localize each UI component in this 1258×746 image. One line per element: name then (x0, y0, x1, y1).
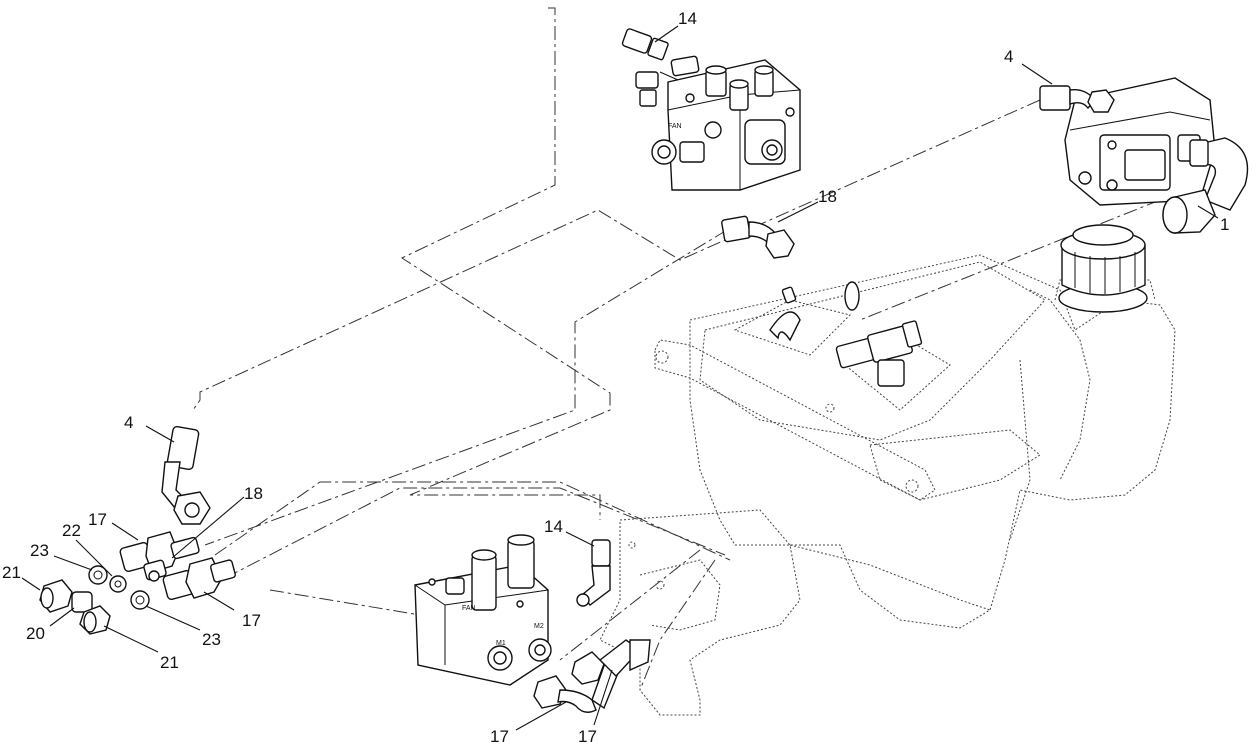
callout-18-top: 18 (818, 187, 837, 206)
frame-bolt-4 (655, 580, 665, 590)
centerline-hose4-to-pump (192, 99, 1041, 411)
fitting-20 (71, 591, 93, 613)
tank-filler-cap (1058, 224, 1148, 313)
frame-bolt-5 (628, 541, 636, 549)
callout-23-right: 23 (202, 630, 221, 649)
leader-17-left-upper (111, 522, 139, 541)
callout-21-lower: 21 (160, 653, 179, 672)
callout-14-top: 14 (678, 9, 697, 28)
frame-bolt-3 (825, 403, 835, 413)
callout-4-right: 4 (1004, 47, 1013, 66)
leader-14-top (654, 25, 679, 43)
centerline-lower-hoses-2 (559, 549, 701, 661)
top-valve-fittings (621, 28, 700, 107)
callout-labels: 14 4 18 1 4 18 17 22 23 21 20 21 23 17 1… (2, 9, 1229, 746)
pump-outlet-elbow (1189, 137, 1249, 211)
hose-18-tank-fitting (721, 215, 795, 259)
callout-17-bottom-left: 17 (490, 727, 509, 746)
centerline-top-valve-loop (400, 7, 611, 520)
leader-lines (21, 25, 1219, 731)
centerline-block-left (269, 589, 421, 616)
port-mark-m1: M1 (496, 640, 506, 647)
callout-21-upper: 21 (2, 563, 21, 582)
fitting-21-upper (39, 579, 73, 613)
leader-23-left (53, 555, 93, 571)
callout-22: 22 (62, 521, 81, 540)
callout-17-bottom-right: 17 (578, 727, 597, 746)
port-mark-m2: M2 (534, 623, 544, 630)
callout-4-left: 4 (124, 413, 133, 432)
hose-4-right-fitting (1039, 85, 1115, 113)
fitting-17-upper (119, 531, 200, 573)
leader-18-left (171, 496, 245, 559)
top-valve-manifold: FAN (651, 59, 801, 191)
callout-23-left: 23 (30, 541, 49, 560)
leader-21-lower (103, 625, 159, 653)
leader-4-right (1021, 63, 1053, 85)
centerline-fitting-rows-2 (224, 487, 726, 579)
callout-18-left: 18 (244, 484, 263, 503)
callout-17-right: 17 (242, 611, 261, 630)
callout-14-mid: 14 (544, 517, 563, 536)
port-mark-fan-top: FAN (668, 123, 682, 130)
tank-return-elbow (769, 286, 801, 342)
frame-bracket-strap (654, 339, 936, 501)
fitting-17-lower (162, 557, 236, 601)
washer-22 (109, 575, 127, 593)
leader-4-left (145, 425, 175, 443)
fitting-14-lower-elbow (576, 539, 611, 607)
hose-17-lower-right (571, 639, 651, 685)
hydraulic-tank-assembly (599, 254, 1176, 716)
centerline-pump-outlet-to-tank (859, 199, 1161, 321)
pump-outlet-cap-1 (1162, 189, 1216, 234)
leader-14-mid (565, 531, 595, 547)
callout-17-left-upper: 17 (88, 510, 107, 529)
tank-tee-fitting (835, 281, 923, 387)
mounting-plate-upper (733, 299, 851, 356)
leader-18-top (777, 201, 819, 223)
tank-top-deck (699, 261, 1046, 441)
callout-1: 1 (1220, 215, 1229, 234)
frame-bolt-2 (905, 479, 919, 493)
callout-20: 20 (26, 624, 45, 643)
centerline-fitting-rows (214, 481, 731, 561)
fitting-18-left (143, 559, 167, 582)
leader-21-upper (21, 577, 41, 591)
washer-23-lower (130, 590, 150, 610)
leader-22 (75, 539, 113, 577)
leader-1 (1197, 205, 1219, 219)
lower-valve-manifold: M1 M2 FAN (414, 534, 552, 686)
leader-20 (49, 607, 75, 627)
washer-23-upper (88, 565, 108, 585)
centerline-hose18-to-tank (204, 229, 728, 546)
port-mark-fan-bottom: FAN (462, 605, 476, 612)
centerline-lower-hoses (639, 559, 716, 691)
tank-inner-step (869, 429, 1041, 501)
tank-base-shadow (789, 544, 991, 611)
tank-side-wall (1029, 289, 1091, 481)
frame-lower-rail (599, 509, 801, 716)
leader-23-right (145, 605, 201, 631)
tank-vertical-edge (1009, 359, 1031, 541)
leader-17-bottom-left (515, 701, 567, 731)
frame-bolt-1 (655, 350, 669, 364)
leader-17-bottom-right (593, 669, 613, 726)
hose-4-left-fitting (161, 425, 211, 525)
leader-17-right (203, 591, 235, 611)
fitting-21-lower (79, 605, 111, 635)
